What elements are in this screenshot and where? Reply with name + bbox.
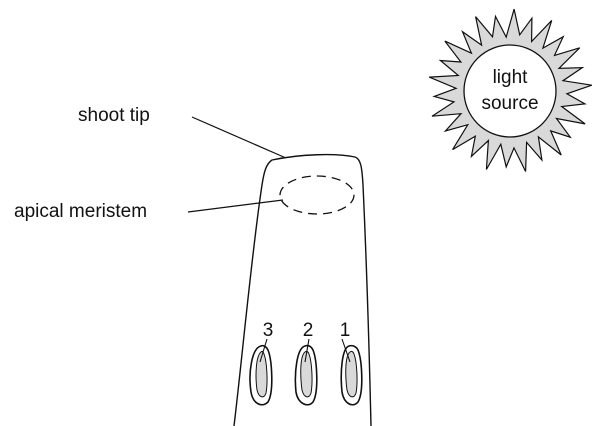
bud-number-2: 2 — [303, 320, 314, 341]
bud-1: 1 — [340, 320, 362, 405]
sun-disc — [464, 45, 556, 137]
bud-2: 2 — [295, 320, 316, 405]
bud-2-inner — [301, 351, 312, 396]
shoot-tip-leader-line — [192, 117, 286, 158]
light-source: light source — [429, 9, 592, 171]
bud-number-1: 1 — [340, 320, 351, 341]
light-source-label-line1: light — [493, 67, 529, 88]
apical-meristem-label: apical meristem — [14, 201, 147, 222]
bud-1-inner — [346, 351, 357, 396]
apical-meristem-leader-line — [188, 200, 283, 212]
bud-number-3: 3 — [263, 320, 274, 341]
shoot-tip-label: shoot tip — [78, 105, 150, 126]
light-source-label-line2: source — [481, 93, 538, 114]
bud-3: 3 — [250, 320, 273, 405]
apical-meristem-region — [280, 176, 354, 214]
